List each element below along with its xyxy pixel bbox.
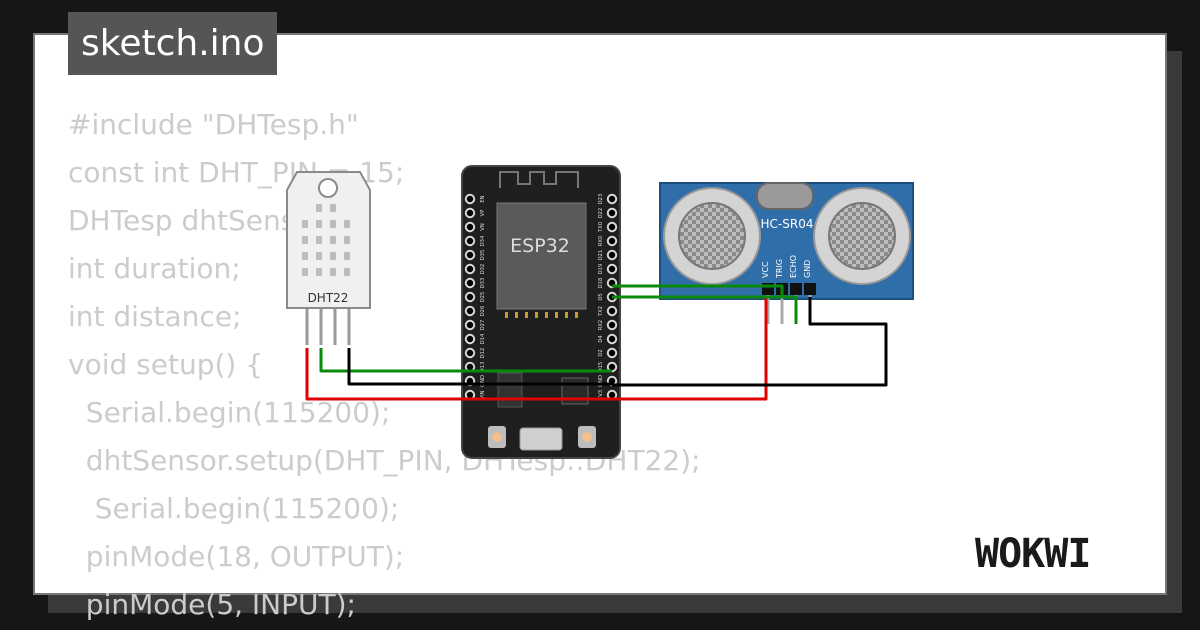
esp32-right-pin-label: GND xyxy=(598,375,604,387)
wires xyxy=(305,284,888,401)
esp32-left-pin-label: D32 xyxy=(480,264,486,275)
esp32-left-pin-hole[interactable] xyxy=(464,249,476,261)
esp32-right-pin-hole[interactable] xyxy=(606,207,618,219)
code-line: int distance; xyxy=(68,300,242,333)
esp32-left-pin-hole[interactable] xyxy=(464,263,476,275)
code-line: int duration; xyxy=(68,252,241,285)
esp32-right-pin-label: D4 xyxy=(598,335,604,343)
code-line: DHTesp dhtSensor; xyxy=(68,204,334,237)
esp32-right-pin-label: TX2 xyxy=(598,306,604,317)
esp32-board[interactable]: ESP32 ENVPVND34D35D32D33D25D26D27D14D12D… xyxy=(461,165,621,459)
wire-power xyxy=(305,297,768,401)
esp32-left-pin-label: D13 xyxy=(480,362,486,373)
esp32-right-pin-label: D19 xyxy=(598,264,604,275)
esp32-left-pin-label: D33 xyxy=(480,278,486,289)
esp32-left-pin-hole[interactable] xyxy=(464,235,476,247)
esp32-right-pin-hole[interactable] xyxy=(606,305,618,317)
hcsr04-sensor[interactable]: HC-SR04 VCC TRIG ECHO GND xyxy=(659,182,914,324)
esp32-right-pin-label: D21 xyxy=(598,250,604,261)
hcsr04-pin-header-cell[interactable] xyxy=(790,283,802,295)
wire-trig xyxy=(612,284,784,297)
esp32-left-pin-label: D12 xyxy=(480,348,486,359)
esp32-module-pins xyxy=(505,312,578,318)
code-line: const int DHT_PIN = 15; xyxy=(68,156,405,189)
esp32-right-pin-label: D2 xyxy=(598,349,604,356)
dht22-label: DHT22 xyxy=(308,291,349,305)
wire-hcsr04-ground xyxy=(612,297,888,387)
esp32-left-pin-hole[interactable] xyxy=(464,277,476,289)
esp32-left-pin-label: EN xyxy=(480,195,486,202)
code-line: #include "DHTesp.h" xyxy=(68,108,359,141)
hcsr04-pin-label: ECHO xyxy=(789,255,798,278)
esp32-right-pin-hole[interactable] xyxy=(606,249,618,261)
esp32-right-pin-hole[interactable] xyxy=(606,263,618,275)
hcsr04-pin-label: TRIG xyxy=(775,259,784,279)
esp32-right-pin-label: D15 xyxy=(598,362,604,373)
esp32-right-pin-hole[interactable] xyxy=(606,319,618,331)
esp32-left-pin-label: D35 xyxy=(480,250,486,261)
code-line: Serial.begin(115200); xyxy=(68,492,400,525)
esp32-right-pin-label: RX0 xyxy=(598,236,604,246)
esp32-left-pin-label: VP xyxy=(480,210,486,217)
esp32-left-pin-label: VN xyxy=(480,223,486,231)
esp32-left-pin-label: D14 xyxy=(480,333,486,344)
dht22-grille xyxy=(302,204,350,276)
esp32-right-pin-hole[interactable] xyxy=(606,347,618,359)
esp32-right-pin-hole[interactable] xyxy=(606,221,618,233)
esp32-right-pin-label: D18 xyxy=(598,278,604,289)
esp32-left-pin-hole[interactable] xyxy=(464,347,476,359)
code-line: Serial.begin(115200); xyxy=(68,396,391,429)
wokwi-wordmark-icon: WOKWI xyxy=(975,531,1090,577)
esp32-right-pin-label: D23 xyxy=(598,194,604,205)
esp32-left-pin-hole[interactable] xyxy=(464,333,476,345)
esp32-left-pin-label: D25 xyxy=(480,292,486,303)
code-preview: #include "DHTesp.h" const int DHT_PIN = 1… xyxy=(68,101,701,629)
esp32-left-pin-hole[interactable] xyxy=(464,305,476,317)
esp32-right-pin-hole[interactable] xyxy=(606,333,618,345)
file-tab[interactable]: sketch.ino xyxy=(68,12,278,75)
esp32-left-pin-label: D34 xyxy=(480,235,486,246)
esp32-right-pin-hole[interactable] xyxy=(606,235,618,247)
esp32-left-pin-hole[interactable] xyxy=(464,193,476,205)
esp32-right-pin-label: TX0 xyxy=(598,222,604,233)
wire-dht-data xyxy=(319,348,612,373)
hcsr04-label: HC-SR04 xyxy=(761,217,814,231)
esp32-right-pin-label: D5 xyxy=(598,293,604,300)
code-line: pinMode(18, OUTPUT); xyxy=(68,540,405,573)
esp32-right-pin-label: RX2 xyxy=(598,320,604,330)
esp32-right-pin-label: D22 xyxy=(598,208,604,219)
dht22-sensor[interactable]: DHT22 xyxy=(286,171,371,345)
esp32-left-pin-hole[interactable] xyxy=(464,221,476,233)
esp32-right-pin-label: 3V3 xyxy=(598,390,604,400)
esp32-left-pin-label: GND xyxy=(480,375,486,387)
esp32-left-pin-hole[interactable] xyxy=(464,207,476,219)
esp32-label: ESP32 xyxy=(510,235,570,257)
hcsr04-pin-label: VCC xyxy=(761,261,770,278)
hcsr04-pin-header-cell[interactable] xyxy=(804,283,816,295)
code-line: pinMode(5, INPUT); xyxy=(68,588,356,621)
esp32-left-pin-hole[interactable] xyxy=(464,291,476,303)
hcsr04-pin-label: GND xyxy=(803,260,812,278)
esp32-left-pin-label: D27 xyxy=(480,320,486,331)
esp32-left-pin-label: VIN xyxy=(480,390,486,399)
wire-echo xyxy=(612,295,798,324)
esp32-left-pin-label: D26 xyxy=(480,306,486,317)
esp32-left-pin-hole[interactable] xyxy=(464,319,476,331)
code-line: void setup() { xyxy=(68,348,264,381)
wokwi-logo: WOKWI xyxy=(975,531,1091,577)
esp32-right-pin-hole[interactable] xyxy=(606,193,618,205)
wire-dht-ground xyxy=(347,348,612,386)
